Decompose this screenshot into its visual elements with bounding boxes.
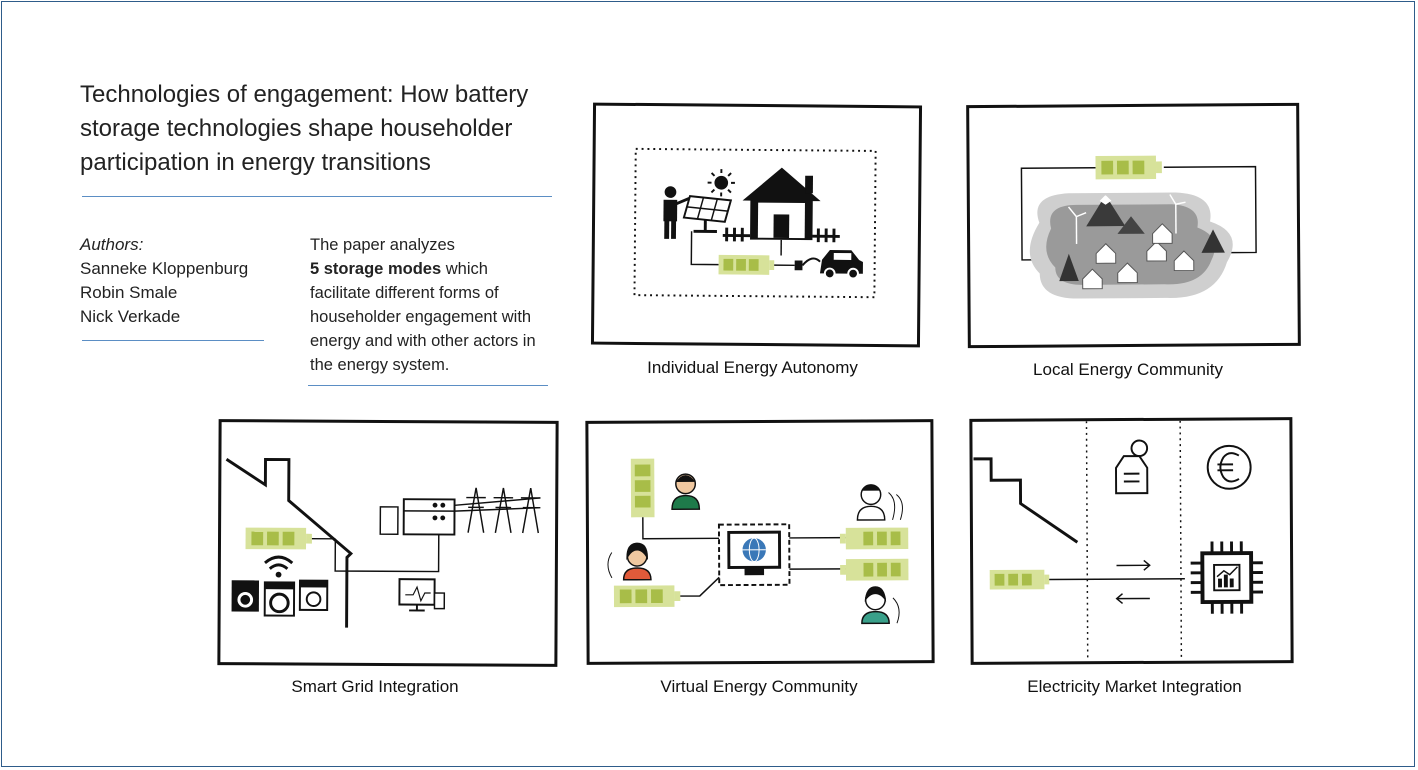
abstract-rest: which facilitate different forms of hous… bbox=[310, 260, 536, 374]
authors-block: Authors: Sanneke Kloppenburg Robin Smale… bbox=[80, 233, 248, 329]
people-batteries-network-icon bbox=[607, 458, 909, 625]
title-divider bbox=[82, 196, 552, 197]
mode-caption: Electricity Market Integration bbox=[1027, 677, 1242, 696]
mode-panel-virtual-energy-community bbox=[585, 419, 935, 665]
author-name: Nick Verkade bbox=[80, 307, 181, 326]
abstract-text: The paper analyzes 5 storage modes which… bbox=[310, 233, 550, 377]
mode-panel-local-energy-community bbox=[966, 102, 1301, 349]
authors-label: Authors: bbox=[80, 235, 144, 254]
mode-caption: Virtual Energy Community bbox=[660, 677, 858, 696]
abstract-divider bbox=[308, 385, 548, 386]
author-name: Robin Smale bbox=[80, 283, 178, 302]
mode-panel-individual-energy-autonomy bbox=[590, 102, 923, 348]
house-appliances-grid-icon bbox=[225, 457, 541, 628]
house-battery-market-icon bbox=[973, 420, 1263, 662]
abstract-lead: The paper analyzes bbox=[310, 236, 455, 254]
authors-divider bbox=[82, 340, 264, 341]
mode-panel-smart-grid-integration bbox=[217, 419, 559, 667]
author-name: Sanneke Kloppenburg bbox=[80, 259, 249, 278]
mode-panel-electricity-market-integration bbox=[969, 417, 1294, 665]
abstract-highlight: 5 storage modes bbox=[310, 260, 442, 278]
house-solar-battery-car-icon bbox=[633, 147, 877, 299]
mode-caption: Local Energy Community bbox=[1033, 360, 1223, 379]
mode-caption: Individual Energy Autonomy bbox=[647, 358, 858, 377]
village-battery-icon bbox=[1020, 155, 1257, 299]
page-title: Technologies of engagement: How battery … bbox=[80, 81, 529, 176]
mode-caption: Smart Grid Integration bbox=[291, 677, 459, 696]
